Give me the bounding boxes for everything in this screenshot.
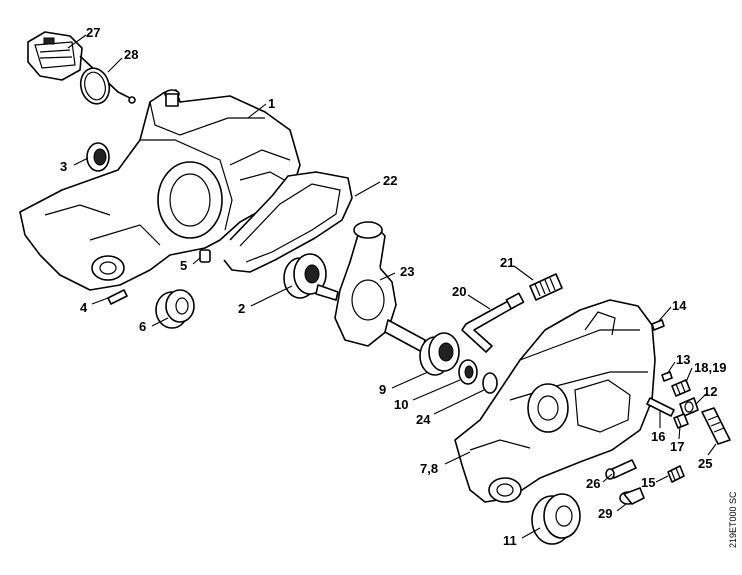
part-4-screw bbox=[107, 289, 128, 305]
part-18-19-spring bbox=[671, 379, 691, 397]
callout-23: 23 bbox=[400, 264, 414, 279]
part-28-o-ring bbox=[79, 67, 111, 105]
crankcase-right-half bbox=[454, 299, 656, 503]
part-2-bearing bbox=[283, 253, 327, 299]
callout-13: 13 bbox=[676, 352, 690, 367]
part-16-stud bbox=[646, 397, 675, 417]
callout-2: 2 bbox=[238, 301, 245, 316]
part-11-bushing bbox=[531, 493, 581, 545]
callout-28: 28 bbox=[124, 47, 138, 62]
part-17-spring bbox=[673, 413, 689, 429]
part-12-nut bbox=[679, 397, 699, 417]
callout-4: 4 bbox=[80, 300, 88, 315]
part-27-assembly bbox=[27, 31, 136, 104]
callout-25: 25 bbox=[698, 456, 712, 471]
callout-14: 14 bbox=[672, 298, 687, 313]
callout-17: 17 bbox=[670, 439, 684, 454]
callout-labels: 27 28 1 3 22 5 23 4 2 21 20 6 14 13 18,1… bbox=[60, 25, 727, 548]
callout-1: 1 bbox=[268, 96, 275, 111]
callout-3: 3 bbox=[60, 159, 67, 174]
drawing-code: 219ET000 SC bbox=[728, 491, 738, 548]
part-3-seal bbox=[86, 142, 110, 172]
callout-5: 5 bbox=[180, 258, 187, 273]
part-25-bolt bbox=[701, 407, 731, 445]
callout-27: 27 bbox=[86, 25, 100, 40]
callout-21: 21 bbox=[500, 255, 514, 270]
part-24-ring bbox=[482, 372, 498, 394]
part-6-bushing bbox=[155, 289, 195, 329]
callout-11: 11 bbox=[503, 533, 517, 548]
part-23-crankshaft bbox=[315, 221, 426, 353]
callout-9: 9 bbox=[379, 382, 386, 397]
part-15-spring bbox=[667, 465, 685, 483]
callout-7-8: 7,8 bbox=[420, 461, 438, 476]
part-26-screw bbox=[605, 459, 637, 480]
callout-20: 20 bbox=[452, 284, 466, 299]
callout-29: 29 bbox=[598, 506, 612, 521]
callout-18-19: 18,19 bbox=[694, 360, 727, 375]
callout-26: 26 bbox=[586, 476, 600, 491]
callout-22: 22 bbox=[383, 173, 397, 188]
part-22-gasket bbox=[223, 171, 353, 273]
callout-12: 12 bbox=[703, 384, 717, 399]
callout-16: 16 bbox=[651, 429, 665, 444]
callout-6: 6 bbox=[139, 319, 146, 334]
part-5-pin bbox=[199, 249, 211, 263]
callout-24: 24 bbox=[416, 412, 431, 427]
part-9-bearing bbox=[419, 332, 460, 376]
crankcase-left-half bbox=[19, 89, 301, 291]
part-21-spring bbox=[529, 273, 563, 301]
leader-lines bbox=[67, 34, 717, 539]
part-29-bolt bbox=[619, 487, 645, 505]
callout-15: 15 bbox=[641, 475, 655, 490]
callout-10: 10 bbox=[394, 397, 408, 412]
